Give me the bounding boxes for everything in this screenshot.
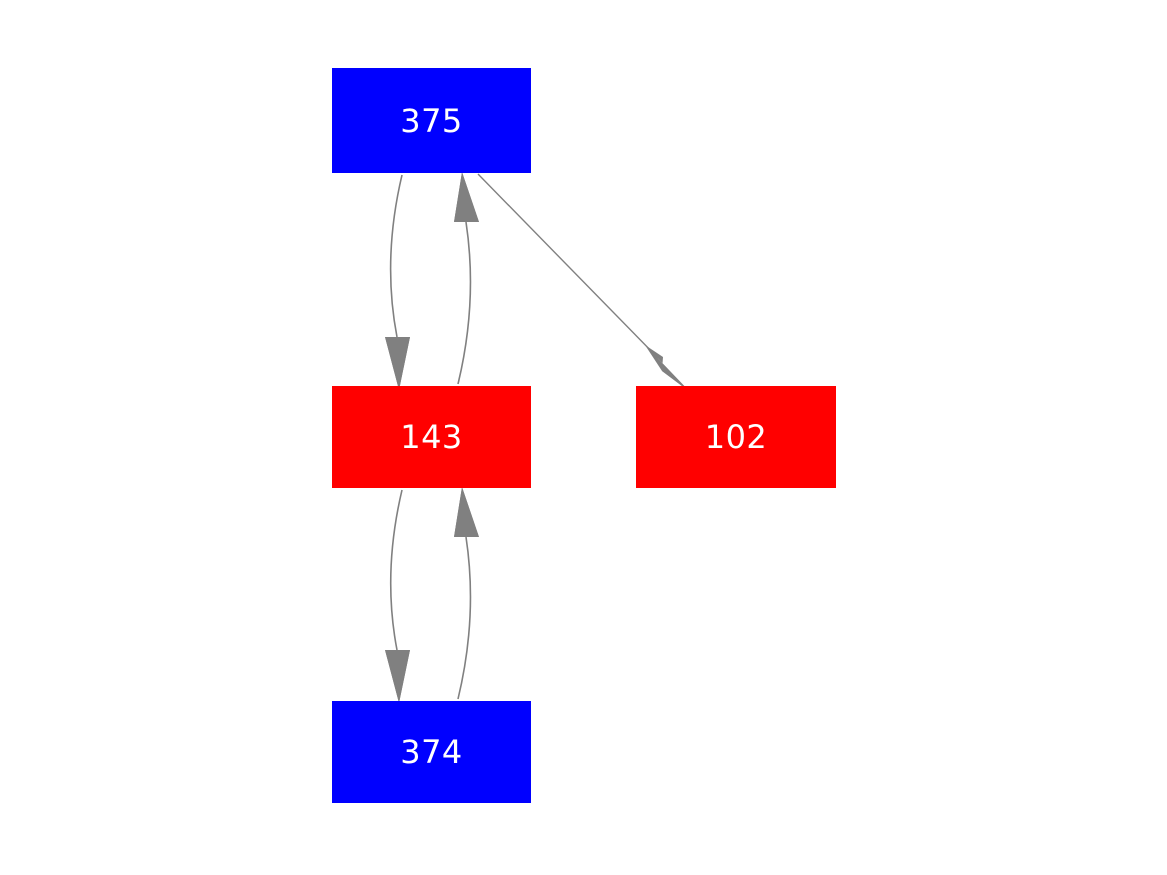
node-label: 143 <box>400 418 463 456</box>
node-143[interactable]: 143 <box>332 386 531 488</box>
node-label: 374 <box>400 733 463 771</box>
edge-143-to-374 <box>385 489 410 703</box>
edge-375-to-102 <box>477 173 690 392</box>
node-label: 102 <box>704 418 768 456</box>
edge-143-to-375 <box>454 172 479 385</box>
node-label: 375 <box>400 101 463 140</box>
edge-374-to-143 <box>454 487 479 700</box>
node-375[interactable]: 375 <box>332 68 531 173</box>
node-374[interactable]: 374 <box>332 701 531 803</box>
edge-375-to-143 <box>385 174 410 390</box>
node-102[interactable]: 102 <box>636 386 836 488</box>
